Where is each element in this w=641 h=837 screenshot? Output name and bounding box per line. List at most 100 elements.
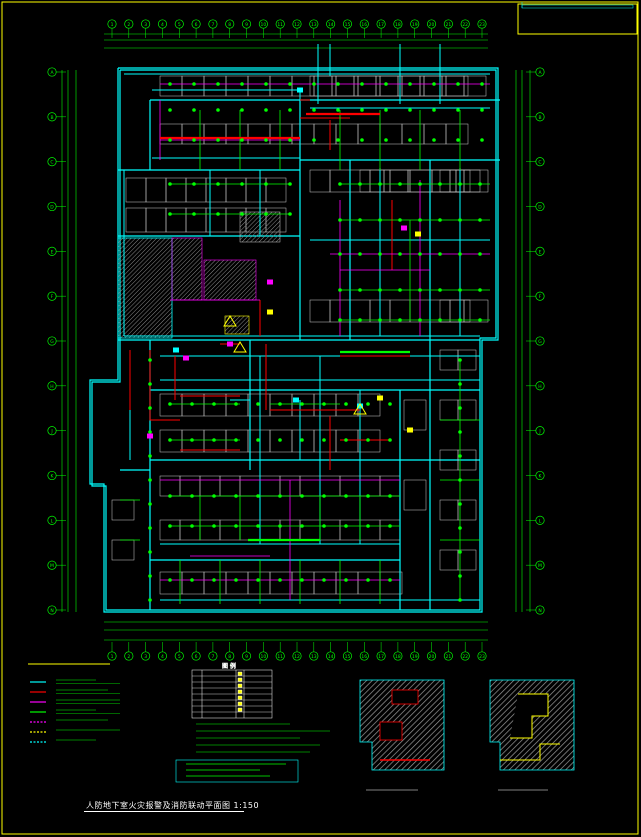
smoke-detector-icon [264,212,268,216]
parking-stall [185,207,207,233]
parking-stall [145,177,167,203]
parking-stall [463,299,489,323]
smoke-detector-icon [234,438,238,442]
axis-label: 12 [294,22,300,28]
parking-stall [353,75,377,97]
smoke-detector-icon [212,438,216,442]
axis-label: 2 [127,654,130,660]
smoke-detector-icon [322,524,326,528]
smoke-detector-icon [336,108,340,112]
smoke-detector-icon [300,578,304,582]
smoke-detector-icon [278,494,282,498]
smoke-detector-icon [300,524,304,528]
smoke-detector-icon [338,218,342,222]
smoke-detector-icon [256,524,260,528]
parking-stall [179,519,201,541]
smoke-detector-icon [300,402,304,406]
smoke-detector-icon [398,218,402,222]
axis-label: 10 [260,654,266,660]
parking-stall [159,475,181,497]
smoke-detector-icon [388,402,392,406]
parking-stall [309,75,333,97]
axis-label: 20 [429,22,435,28]
parking-stall [403,479,427,511]
axis-label: D [50,205,54,211]
axis-label: H [50,384,53,390]
alarm-module-icon [293,397,299,403]
smoke-detector-icon [344,402,348,406]
alarm-module-icon [147,433,153,439]
smoke-detector-icon [384,82,388,86]
parking-stall [431,169,457,193]
axis-label: G [50,339,54,345]
axis-label: 10 [260,22,266,28]
smoke-detector-icon [148,526,152,530]
smoke-detector-icon [432,82,436,86]
axis-label: 13 [311,22,317,28]
parking-stall [313,123,337,145]
axis-label: B [50,115,53,121]
smoke-detector-icon [478,218,482,222]
table-symbol [237,707,243,712]
smoke-detector-icon [322,438,326,442]
parking-stall [357,75,381,97]
table-symbol [237,683,243,688]
smoke-detector-icon [418,318,422,322]
smoke-detector-icon [418,182,422,186]
axis-label: 19 [412,22,418,28]
smoke-detector-icon [216,182,220,186]
parking-stall [269,571,293,595]
smoke-detector-icon [366,524,370,528]
smoke-detector-icon [212,524,216,528]
smoke-detector-icon [168,438,172,442]
parking-stall [245,177,267,203]
parking-stall [299,475,321,497]
axis-label: F [51,294,54,300]
parking-stall [219,475,241,497]
alarm-module-icon [183,355,189,361]
parking-stall [445,75,469,97]
table-symbol [237,695,243,700]
parking-stall [291,75,315,97]
smoke-detector-icon [458,502,462,506]
key-plan-2 [489,679,575,791]
red-bus [149,350,180,421]
parking-stall [439,549,459,571]
parking-stall [239,475,261,497]
parking-stall [419,75,443,97]
smoke-detector-icon [388,494,392,498]
axis-label: 8 [228,22,231,28]
smoke-detector-icon [478,252,482,256]
axis-label: 6 [195,22,198,28]
smoke-detector-icon [148,478,152,482]
smoke-detector-icon [388,438,392,442]
smoke-detector-icon [458,550,462,554]
axis-label: C [50,160,53,166]
smoke-detector-icon [366,494,370,498]
axis-label: 9 [245,22,248,28]
key-plan-1 [359,679,445,791]
parking-stall [165,207,187,233]
axis-label: E [539,249,542,255]
parking-stall [379,519,401,541]
parking-stall [319,475,341,497]
alarm-module-icon [227,341,233,347]
axis-label: N [538,608,541,614]
warning-triangle-icon [223,315,237,327]
axis-label: 22 [462,22,468,28]
axis-label: J [538,429,540,435]
parking-stall [313,75,337,97]
smoke-detector-icon [456,82,460,86]
parking-stall [423,75,447,97]
axis-label: F [539,294,542,300]
smoke-detector-icon [378,318,382,322]
axis-label: 9 [245,654,248,660]
table-symbol [237,677,243,682]
smoke-detector-icon [168,182,172,186]
axis-label: 3 [144,22,147,28]
smoke-detector-icon [288,182,292,186]
smoke-detector-icon [312,82,316,86]
smoke-detector-icon [190,438,194,442]
parking-stall [159,571,183,595]
smoke-detector-icon [458,454,462,458]
